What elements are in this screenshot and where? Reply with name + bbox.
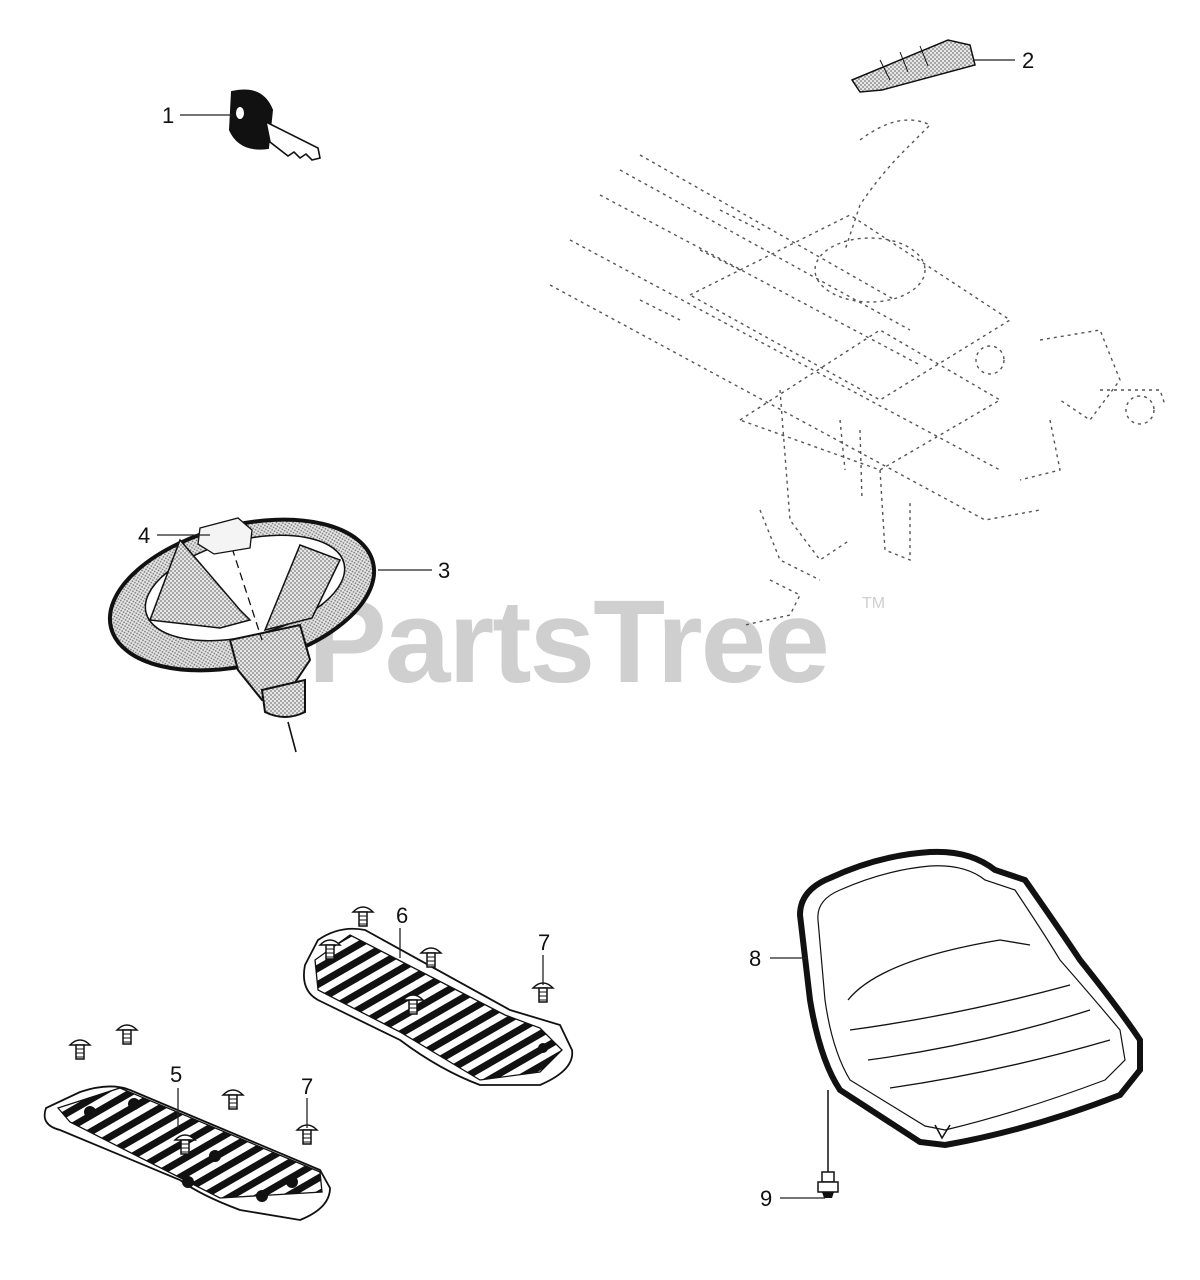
rivet — [532, 982, 554, 1003]
callout-2: 2 — [1022, 48, 1034, 73]
callout-8: 8 — [749, 946, 761, 971]
callout-3: 3 — [438, 558, 450, 583]
steering-wheel[interactable] — [94, 494, 390, 753]
watermark-trademark: TM — [862, 595, 885, 612]
callout-5: 5 — [170, 1062, 182, 1087]
watermark-text: PartsTree — [308, 576, 828, 708]
callout-7: 7 — [538, 930, 550, 955]
callout-7: 7 — [301, 1074, 313, 1099]
rivet — [116, 1024, 138, 1045]
footrest-right[interactable] — [303, 927, 574, 1086]
pedal-pad[interactable] — [850, 39, 976, 93]
callout-9: 9 — [760, 1186, 772, 1211]
seat-bolt[interactable] — [817, 1090, 839, 1198]
rivet — [69, 1039, 91, 1060]
rivet — [352, 906, 374, 927]
callout-6: 6 — [396, 903, 408, 928]
callout-1: 1 — [162, 103, 174, 128]
leader-lines — [157, 59, 1015, 1199]
watermark: PartsTree TM — [308, 576, 885, 708]
callouts: 1 2 3 4 5 6 7 7 8 9 — [138, 48, 1034, 1211]
chassis-frame — [549, 119, 1166, 626]
seat[interactable] — [796, 848, 1143, 1149]
callout-4: 4 — [138, 523, 150, 548]
steering-wheel-cap[interactable] — [197, 517, 253, 555]
ignition-key[interactable] — [228, 89, 321, 161]
rivet — [222, 1089, 244, 1110]
